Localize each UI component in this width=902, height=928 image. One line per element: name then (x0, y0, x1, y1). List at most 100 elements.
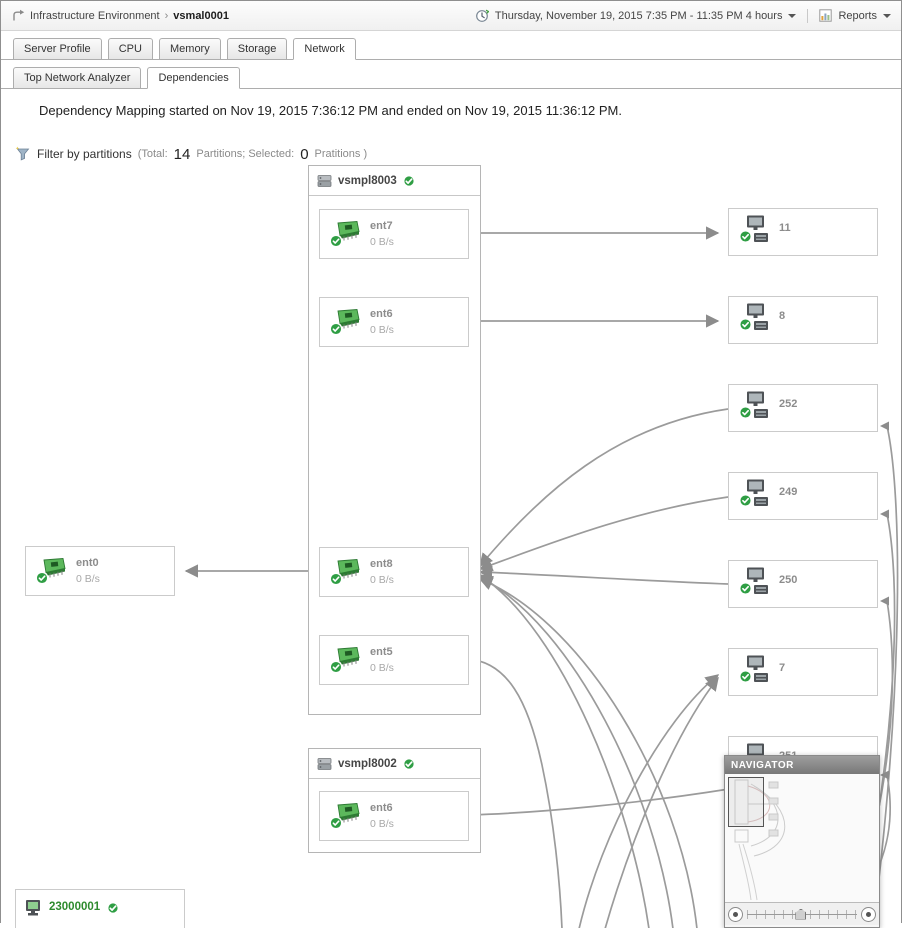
status-ok-icon (402, 757, 415, 770)
dependency-edge (479, 408, 729, 568)
dependency-edge (467, 658, 563, 928)
network-adapter-icon (329, 220, 360, 248)
tab-server-profile[interactable]: Server Profile (13, 38, 102, 60)
partition-node-250[interactable]: 250 (728, 560, 878, 608)
top-bar-right: Thursday, November 19, 2015 7:35 PM - 11… (475, 8, 891, 23)
nic-text: ent6 0 B/s (370, 308, 394, 336)
zoom-thumb[interactable] (795, 908, 807, 920)
main-tabs: Server Profile CPU Memory Storage Networ… (1, 31, 901, 60)
navigator-viewport[interactable] (728, 777, 764, 827)
network-adapter-icon (329, 646, 360, 674)
nic-node-ent7[interactable]: ent7 0 B/s (319, 209, 469, 259)
nic-node-ent6[interactable]: ent6 0 B/s (319, 297, 469, 347)
partition-label: 7 (779, 662, 786, 674)
dependency-edge (604, 676, 719, 928)
dependency-edge (478, 574, 650, 928)
tab-memory[interactable]: Memory (159, 38, 221, 60)
partition-node-11[interactable]: 11 (728, 208, 878, 256)
dependency-edge (478, 565, 729, 585)
network-adapter-icon (329, 308, 360, 336)
tab-dependencies[interactable]: Dependencies (147, 67, 240, 89)
tab-cpu[interactable]: CPU (107, 38, 153, 60)
return-arrow-icon (13, 9, 25, 21)
dependency-mapping-summary: Dependency Mapping started on Nov 19, 20… (39, 103, 623, 118)
dependency-map-canvas[interactable]: vsmpl8003 ent7 0 B/s ent6 0 B/s ent8 0 B… (1, 163, 901, 928)
sub-tabs: Top Network Analyzer Dependencies (1, 60, 901, 89)
zoom-in-button[interactable] (861, 906, 876, 922)
computer-icon (739, 655, 769, 683)
host-group-vsmpl8002[interactable]: vsmpl8002 ent6 0 B/s (308, 748, 481, 853)
nic-label: ent7 (370, 220, 393, 232)
network-adapter-icon (35, 557, 66, 585)
time-range-label[interactable]: Thursday, November 19, 2015 7:35 PM - 11… (494, 9, 783, 22)
tab-top-network-analyzer[interactable]: Top Network Analyzer (13, 67, 142, 89)
breadcrumb-root[interactable]: Infrastructure Environment (30, 9, 160, 22)
partition-node-23000001[interactable]: 23000001 (15, 889, 185, 928)
nic-node-ent5[interactable]: ent5 0 B/s (319, 635, 469, 685)
zoom-out-button[interactable] (728, 906, 743, 922)
computer-icon (26, 900, 40, 916)
navigator-zoom-slider[interactable] (725, 903, 879, 925)
zoom-in-icon (866, 911, 871, 917)
nic-label: ent8 (370, 558, 393, 570)
zoom-out-icon (733, 911, 738, 917)
nic-label: ent5 (370, 646, 393, 658)
nic-label: ent6 (370, 802, 393, 814)
partition-node-252[interactable]: 252 (728, 384, 878, 432)
nic-node-ent6-vsmpl8002[interactable]: ent6 0 B/s (319, 791, 469, 841)
nic-text: ent6 0 B/s (370, 802, 394, 830)
chevron-down-icon[interactable] (788, 13, 797, 18)
partition-node-8[interactable]: 8 (728, 296, 878, 344)
funnel-icon (15, 146, 30, 161)
nic-rate: 0 B/s (370, 574, 394, 586)
partition-label: 252 (779, 398, 798, 410)
partition-label: 23000001 (49, 901, 101, 913)
computer-icon (739, 567, 769, 595)
partition-node-7[interactable]: 7 (728, 648, 878, 696)
computer-icon (739, 391, 769, 419)
host-group-vsmpl8003[interactable]: vsmpl8003 ent7 0 B/s ent6 0 B/s ent8 0 B… (308, 165, 481, 715)
computer-icon (739, 215, 769, 243)
nic-rate: 0 B/s (370, 324, 394, 336)
navigator-panel[interactable]: NAVIGATOR (724, 755, 880, 928)
tab-network[interactable]: Network (293, 38, 356, 60)
partition-filter[interactable]: Filter by partitions (Total: 14 Partitio… (1, 119, 901, 163)
breadcrumb-separator: › (164, 9, 169, 22)
nic-rate: 0 B/s (76, 573, 100, 585)
reports-menu-label[interactable]: Reports (838, 9, 877, 22)
clock-icon (475, 9, 489, 22)
zoom-track[interactable] (747, 908, 857, 920)
server-icon (317, 174, 332, 187)
server-icon (317, 757, 332, 770)
dependency-edge (872, 425, 899, 928)
computer-icon (739, 479, 769, 507)
group-title: vsmpl8002 (338, 757, 397, 770)
dependency-edge (467, 788, 730, 816)
status-ok-icon (107, 902, 120, 914)
nic-text: ent8 0 B/s (370, 558, 394, 586)
partition-node-249[interactable]: 249 (728, 472, 878, 520)
nic-node-ent0[interactable]: ent0 0 B/s (25, 546, 175, 596)
edge-arrowhead (880, 770, 889, 780)
nic-text: ent0 0 B/s (76, 557, 100, 585)
filter-title[interactable]: Filter by partitions (37, 147, 132, 161)
nic-text: ent7 0 B/s (370, 220, 394, 248)
filter-total-suffix: Partitions; Selected: (196, 148, 295, 160)
tab-storage[interactable]: Storage (226, 38, 288, 60)
navigator-minimap-content (734, 779, 786, 901)
toolbar-divider (807, 8, 809, 23)
nic-label: ent0 (76, 557, 99, 569)
computer-icon (739, 303, 769, 331)
dependency-edge (578, 674, 720, 928)
chevron-down-icon[interactable] (883, 13, 891, 18)
breadcrumb-current: vsmal0001 (173, 9, 229, 22)
group-header[interactable]: vsmpl8003 (309, 166, 480, 196)
navigator-title: NAVIGATOR (725, 756, 879, 774)
navigator-minimap[interactable] (725, 774, 879, 903)
edge-arrowhead (880, 596, 889, 606)
partition-label: 250 (779, 574, 798, 586)
nic-node-ent8[interactable]: ent8 0 B/s (319, 547, 469, 597)
nic-text: ent5 0 B/s (370, 646, 394, 674)
nic-rate: 0 B/s (370, 236, 394, 248)
group-header[interactable]: vsmpl8002 (309, 749, 480, 779)
